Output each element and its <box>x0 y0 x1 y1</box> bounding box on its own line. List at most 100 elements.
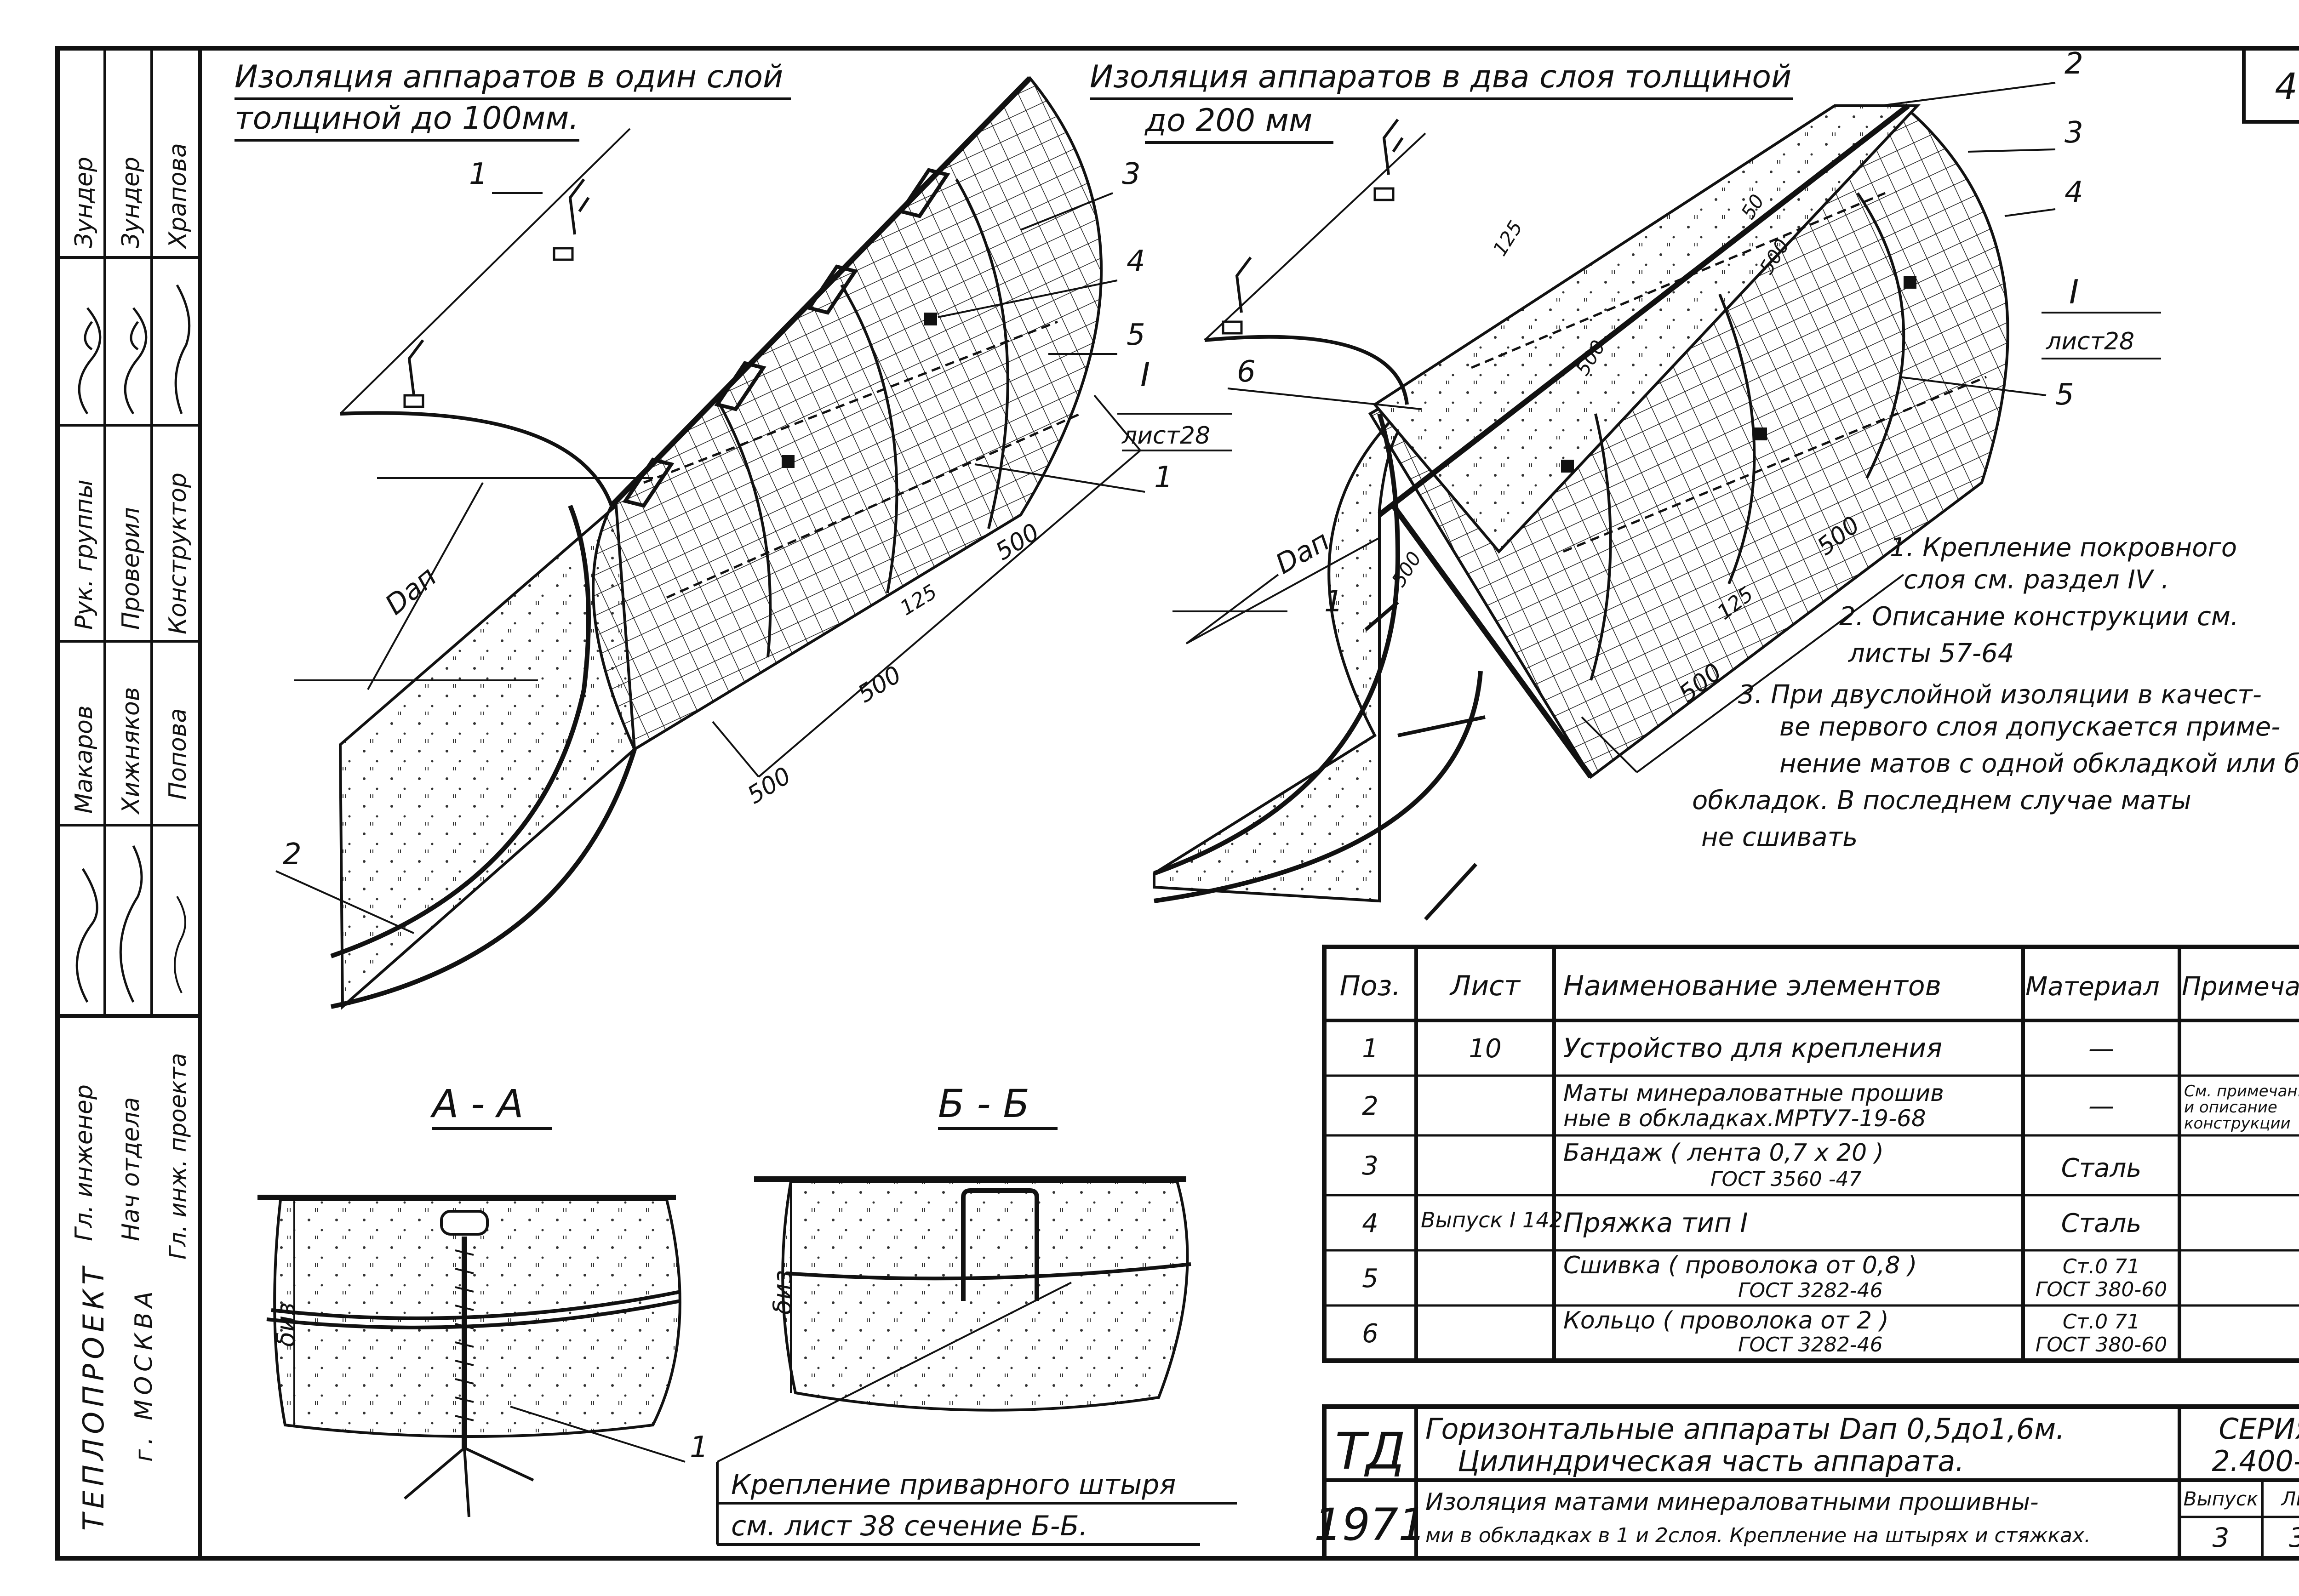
series-label: СЕРИЯ <box>2219 1412 2299 1446</box>
cell-name: ные в обкладках.МРТУ7-19-68 <box>1563 1105 1926 1132</box>
cell-pos: 3 <box>1362 1151 1378 1181</box>
role-project-engineer: Гл. инж. проекта <box>165 1053 191 1260</box>
signature-6 <box>174 895 186 993</box>
cell-material: Сталь <box>2061 1153 2142 1183</box>
side-block: Гл. инженер Нач отдела Гл. инж. проекта … <box>56 46 202 1560</box>
callout-right-4: 4 <box>2065 176 2083 210</box>
callout-right-5: 5 <box>2055 378 2074 412</box>
th-note: Примечание <box>2182 972 2299 1002</box>
td-mark: ТД <box>1335 1422 1405 1481</box>
series-number: 2.400-4 <box>2212 1444 2299 1478</box>
cell-note: См. примечан. <box>2184 1082 2299 1100</box>
signature-2 <box>124 307 148 415</box>
cell-sheet: Выпуск I 142 <box>1421 1208 1563 1232</box>
title-block: ТД 1971 Горизонтальные аппараты Dап 0,5д… <box>1314 1404 2299 1561</box>
role-group-head: Рук. группы <box>70 479 98 630</box>
sheet-number: 36 <box>2289 1522 2299 1553</box>
signature-1 <box>78 307 102 415</box>
caption-line-1: Крепление приварного штыря <box>731 1469 1176 1501</box>
title-line-2: Цилиндрическая часть аппарата. <box>1458 1444 1964 1478</box>
signature-5 <box>119 845 143 1003</box>
callout-right-6: 6 <box>1237 355 1256 389</box>
right-title-line2: до 200 мм <box>1144 103 1312 139</box>
cell-pos: 1 <box>1362 1034 1378 1064</box>
dim-left-2: 500 <box>853 661 906 708</box>
name-makarov: Макаров <box>70 706 98 814</box>
callout-right-3: 3 <box>2065 116 2083 150</box>
cell-name: Бандаж ( лента 0,7 х 20 ) <box>1563 1139 1884 1167</box>
cell-name: Кольцо ( проволока от 2 ) <box>1563 1307 1889 1334</box>
year-mark: 1971 <box>1314 1499 1426 1550</box>
svg-text:125: 125 <box>1488 217 1527 260</box>
right-isometric-view: 500 500 125 500 50 <box>1153 103 2009 921</box>
cell-pos: 5 <box>1362 1264 1378 1294</box>
signature-4 <box>75 868 98 1003</box>
cell-material: Ст.0 71 <box>2063 1310 2140 1334</box>
dim-left-1: 500 <box>743 762 796 809</box>
delta-bb: δиз <box>768 1270 797 1315</box>
role-checked: Проверил <box>117 507 145 630</box>
callout-left-1a: 1 <box>469 157 488 191</box>
section-aa-title: А - А <box>430 1081 524 1126</box>
cell-material: — <box>2088 1091 2114 1121</box>
issue-number: 3 <box>2213 1522 2230 1553</box>
callout-left-3: 3 <box>1122 157 1141 191</box>
cell-material: ГОСТ 380-60 <box>2036 1278 2167 1301</box>
page-number: 47 <box>2275 66 2299 108</box>
th-name: Наименование элементов <box>1563 970 1941 1002</box>
spec-table: Поз. Лист Наименование элементов Материа… <box>1322 945 2299 1363</box>
note-line-1: 1. Крепление покровного <box>1890 533 2237 563</box>
note-line-7: нение матов с одной обкладкой или без <box>1779 749 2299 779</box>
title-line-1: Горизонтальные аппараты Dап 0,5до1,6м. <box>1425 1412 2065 1446</box>
cell-material: — <box>2088 1034 2114 1064</box>
role-dept-head: Нач отдела <box>117 1097 145 1241</box>
cell-name: Пряжка тип I <box>1563 1207 1748 1238</box>
notes-block: 1. Крепление покровного слоя см. раздел … <box>1692 533 2299 852</box>
callout-left-5: 5 <box>1127 318 1145 352</box>
cell-sheet: 10 <box>1469 1034 1501 1064</box>
name-khrapova: Храпова <box>164 143 192 250</box>
th-sheet: Лист <box>1449 970 1521 1002</box>
callout-right-sheet28: лист28 <box>2046 328 2134 355</box>
cell-name: ГОСТ 3282-46 <box>1738 1333 1883 1357</box>
cell-note: конструкции <box>2184 1114 2291 1133</box>
right-title-line1: Изоляция аппаратов в два слоя толщиной <box>1090 59 1791 95</box>
section-bb-title: Б - Б <box>938 1081 1029 1126</box>
left-isometric-view <box>294 76 1141 1010</box>
cell-name: Маты минераловатные прошив <box>1563 1080 1944 1106</box>
cell-name: ГОСТ 3282-46 <box>1738 1279 1883 1302</box>
title-line-3: Изоляция матами минераловатными прошивны… <box>1425 1488 2039 1516</box>
role-chief-engineer: Гл. инженер <box>70 1084 98 1241</box>
callout-right-1: 1 <box>1324 585 1343 619</box>
cell-material: ГОСТ 380-60 <box>2036 1333 2167 1357</box>
title-line-4: ми в обкладках в 1 и 2слоя. Крепление на… <box>1425 1524 2091 1547</box>
delta-aa: δиз <box>271 1302 300 1347</box>
cell-material: Ст.0 71 <box>2063 1255 2140 1278</box>
note-line-2: слоя см. раздел IV . <box>1904 565 2169 595</box>
callout-left-4: 4 <box>1127 245 1145 279</box>
th-pos: Поз. <box>1340 970 1401 1002</box>
name-zunder-1: Зундер <box>70 157 98 248</box>
cell-note: и описание <box>2184 1098 2277 1117</box>
issue-label: Выпуск <box>2184 1488 2259 1510</box>
callout-left-1b: 1 <box>1154 461 1173 495</box>
name-zunder-2: Зундер <box>117 157 145 248</box>
sheet-label: Лист <box>2281 1488 2299 1510</box>
left-title-line1: Изоляция аппаратов в один слой <box>234 59 783 95</box>
callout-left-2: 2 <box>283 838 302 872</box>
cell-pos: 6 <box>1362 1319 1378 1349</box>
name-khizhnyakov: Хижняков <box>117 687 145 815</box>
cell-name: Сшивка ( проволока от 0,8 ) <box>1563 1252 1917 1279</box>
cell-name: ГОСТ 3560 -47 <box>1710 1168 1862 1191</box>
th-material: Материал <box>2025 972 2160 1002</box>
callout-right-2: 2 <box>2065 47 2083 81</box>
role-designer: Конструктор <box>164 473 192 634</box>
note-line-8: обкладок. В последнем случае маты <box>1692 786 2191 815</box>
svg-text:500: 500 <box>1387 547 1426 591</box>
callout-right-I: I <box>2069 273 2079 311</box>
section-leader-1: 1 <box>690 1431 709 1465</box>
org-city: г. МОСКВА <box>130 1287 158 1462</box>
note-line-9: не сшивать <box>1701 822 1858 852</box>
org-name: ТЕПЛОПРОЕКТ <box>77 1263 110 1531</box>
